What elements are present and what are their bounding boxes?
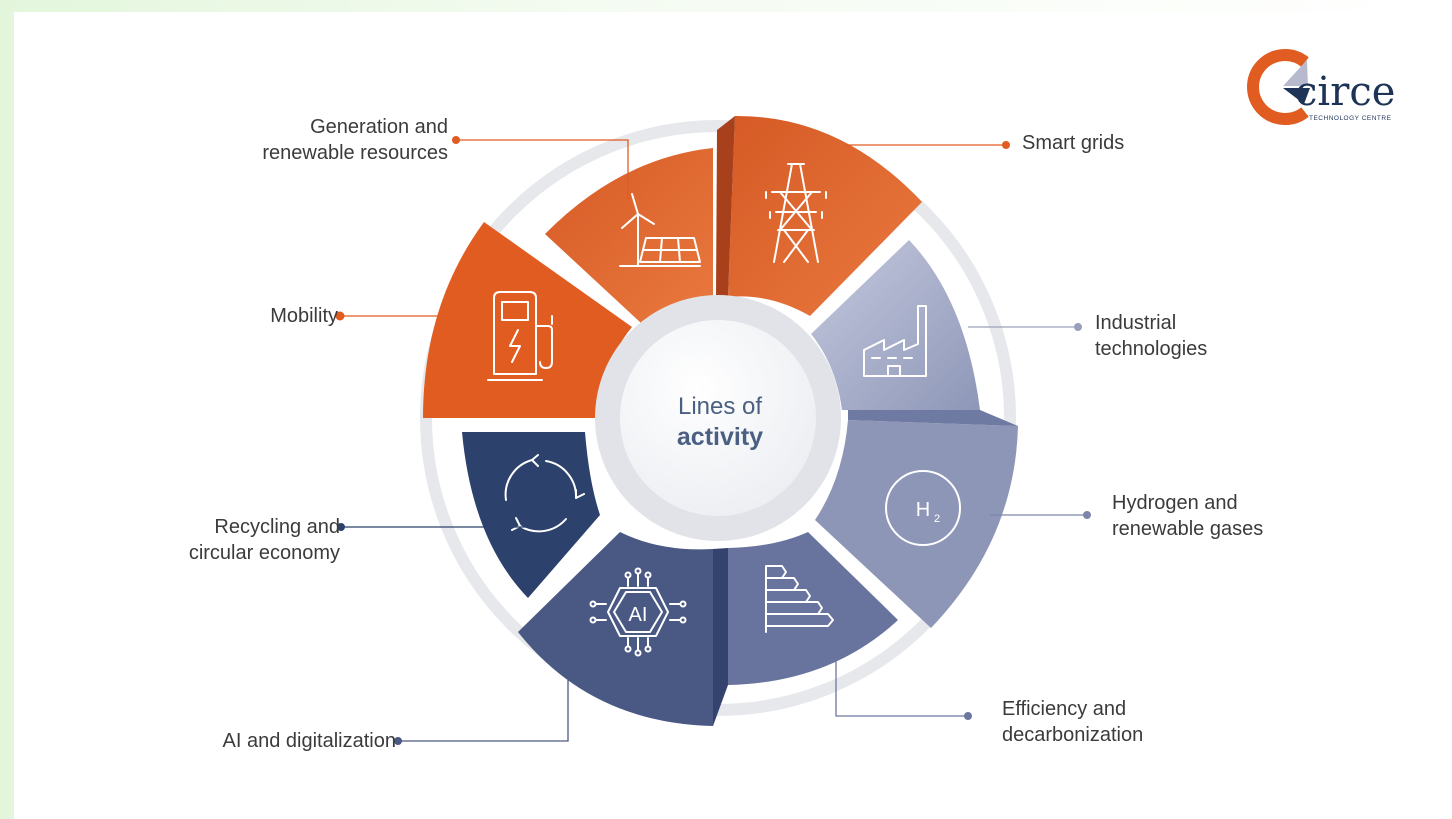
label-smart-grids: Smart grids xyxy=(1022,132,1125,154)
leader-dot-smart-grids xyxy=(1002,141,1010,149)
leader-dot-ai xyxy=(394,737,402,745)
hub-center xyxy=(620,320,816,516)
leader-dot-generation xyxy=(452,136,460,144)
label-ai: AI and digitalization xyxy=(222,730,396,752)
ev-charger-icon xyxy=(487,291,553,381)
label-efficiency: Efficiency and decarbonization xyxy=(1002,698,1144,746)
diagram-canvas: H 2 AI Lines of activity circe TECHNOLOG… xyxy=(14,12,1452,819)
wind-solar-icon xyxy=(619,193,701,267)
label-recycling: Recycling and circular economy xyxy=(188,516,340,564)
h2-icon-subscript: 2 xyxy=(934,513,940,525)
segment-generation[interactable] xyxy=(545,148,713,324)
label-mobility: Mobility xyxy=(270,305,338,327)
energy-rating-icon xyxy=(765,565,834,633)
recycle-arrows-icon xyxy=(504,454,585,533)
h2-icon xyxy=(885,470,961,546)
lines-of-activity-diagram: H 2 AI xyxy=(335,49,1310,745)
label-industrial-technologies: Industrial technologies xyxy=(1095,312,1208,360)
leader-dot-hydrogen xyxy=(1083,511,1091,519)
ai-chip-icon xyxy=(589,567,687,657)
h2-icon-label: H xyxy=(916,499,930,521)
segment-recycling[interactable] xyxy=(462,432,600,598)
leader-dot-recycling xyxy=(337,523,345,531)
ai-icon-label: AI xyxy=(629,604,648,626)
segment-industrial[interactable] xyxy=(811,240,980,410)
logo-subtitle: TECHNOLOGY CENTRE xyxy=(1309,115,1392,122)
leader-generation xyxy=(458,139,629,200)
center-title-line2: activity xyxy=(676,423,764,451)
segment-efficiency[interactable] xyxy=(728,532,898,685)
segment-hydrogen-side xyxy=(848,410,1018,426)
segment-hydrogen[interactable] xyxy=(815,420,1018,628)
center-title-line1: Lines of xyxy=(677,393,763,420)
circe-logo-icon xyxy=(1247,49,1310,125)
label-hydrogen: Hydrogen and renewable gases xyxy=(1112,492,1264,540)
logo-wordmark: circe xyxy=(1295,69,1396,115)
leader-dot-mobility xyxy=(335,311,345,321)
leader-efficiency xyxy=(835,660,966,717)
power-tower-icon xyxy=(765,163,827,263)
segment-ai-side xyxy=(713,548,728,726)
leader-dot-efficiency xyxy=(964,712,972,720)
leader-dot-industrial xyxy=(1074,323,1082,331)
segment-smart-grids[interactable] xyxy=(728,115,922,316)
label-generation: Generation and renewable resources xyxy=(262,116,448,164)
factory-icon xyxy=(863,305,927,377)
leader-ai xyxy=(400,680,569,742)
segment-smart-grids-side xyxy=(716,116,735,297)
center-title: Lines of activity xyxy=(640,392,800,452)
